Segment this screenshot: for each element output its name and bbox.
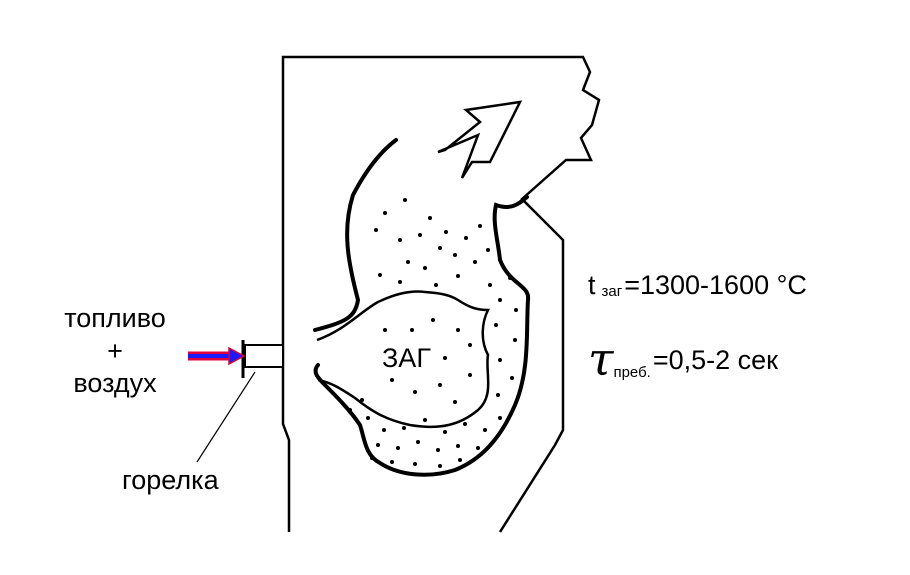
temperature-symbol: t: [588, 270, 596, 300]
residence-time-value: =0,5-2 сек: [652, 345, 778, 375]
air-label: воздух: [73, 368, 157, 398]
plus-label: +: [107, 336, 123, 366]
outlet-arrow: [437, 100, 523, 179]
flame-zone-label: ЗАГ: [382, 343, 431, 373]
fuel-label: топливо: [64, 303, 166, 333]
fuel-arrow: [188, 346, 246, 366]
burner-nozzle: [241, 340, 284, 378]
temperature-value: =1300-1600 °C: [624, 270, 807, 300]
tau-symbol: τ: [588, 332, 614, 386]
burner-leader-line: [196, 371, 256, 463]
burner-label: горелка: [122, 465, 219, 495]
combustion-cloud-outline: [313, 138, 531, 477]
temperature-subscript: заг: [601, 283, 623, 300]
residence-time-subscript: преб.: [613, 364, 651, 381]
furnace-wall: [281, 55, 601, 533]
residence-time-formula: τпреб.=0,5-2 сек: [588, 336, 778, 382]
flame-zone-outline: [316, 290, 491, 429]
combustion-particles: [348, 198, 518, 468]
